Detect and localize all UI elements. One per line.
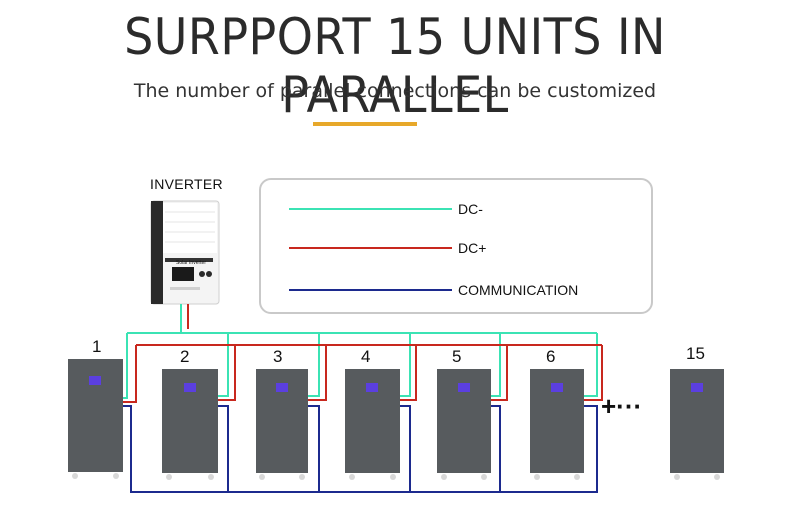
legend-communication-label: COMMUNICATION (458, 282, 579, 298)
battery-unit-3 (256, 369, 308, 480)
battery-unit-6 (530, 369, 584, 480)
page-subtitle: The number of parallel connections can b… (133, 80, 657, 102)
battery-unit-1 (68, 359, 123, 479)
unit-label-5: 5 (452, 347, 462, 366)
dc-minus-wiring (123, 304, 598, 399)
inverter-label: INVERTER (150, 176, 223, 192)
unit-label-3: 3 (273, 347, 283, 366)
legend-box (259, 178, 653, 314)
legend-dc-plus-label: DC+ (458, 240, 487, 256)
battery-unit-4 (345, 369, 400, 480)
legend-dc-minus-label: DC- (458, 201, 483, 217)
dc-plus-wiring (123, 304, 603, 403)
unit-label-15: 15 (686, 344, 705, 363)
unit-label-2: 2 (180, 347, 190, 366)
unit-label-1: 1 (92, 337, 102, 356)
inverter-device (150, 200, 220, 305)
page-title: SURPPORT 15 UNITS IN PARALLEL (124, 8, 666, 124)
inverter-brand-text: Solar Inverter (176, 260, 206, 266)
communication-wiring (123, 405, 598, 493)
battery-unit-5 (437, 369, 491, 480)
battery-unit-2 (162, 369, 218, 480)
accent-divider (313, 122, 417, 126)
more-units-indicator: +··· (601, 391, 643, 421)
unit-label-4: 4 (361, 347, 371, 366)
unit-label-6: 6 (546, 347, 556, 366)
battery-unit-15 (670, 369, 724, 480)
